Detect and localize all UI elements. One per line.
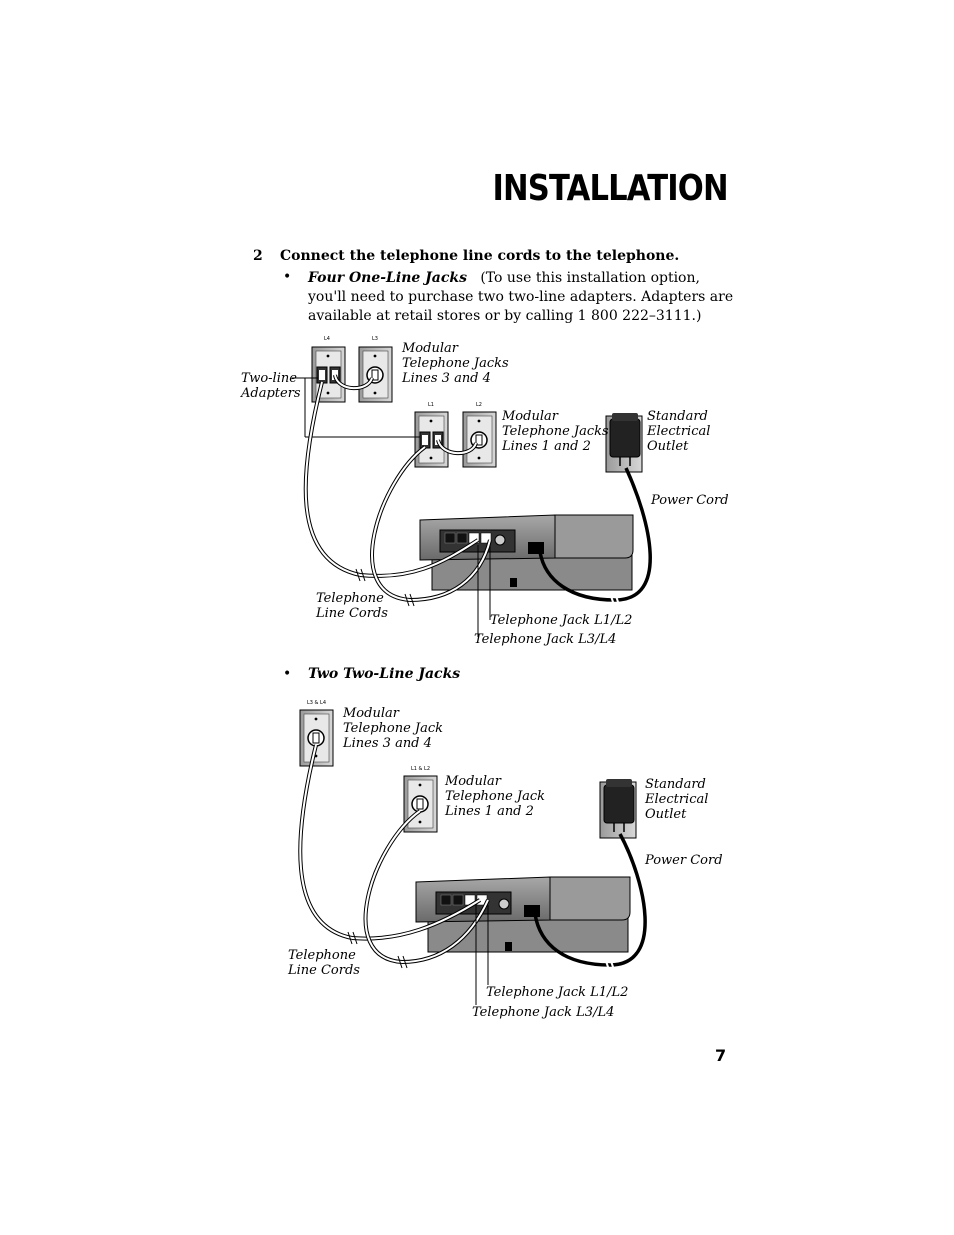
label-two-line-adapters: Two-line Adapters <box>241 371 301 401</box>
jack-tag-l1: L1 <box>428 402 434 408</box>
option-heading: Four One-Line Jacks <box>308 270 467 286</box>
label-outlet: Standard Electrical Outlet <box>647 409 711 454</box>
jack-tag-l3: L3 <box>372 336 378 342</box>
label-jack-3-4: Modular Telephone Jack Lines 3 and 4 <box>343 706 444 751</box>
label-outlet: Standard Electrical Outlet <box>645 777 709 822</box>
label-line-cords: Telephone Line Cords <box>316 591 388 621</box>
bullet: • <box>283 269 292 285</box>
label-power-cord: Power Cord <box>651 493 729 508</box>
page-title: INSTALLATION <box>492 168 729 209</box>
page-number: 7 <box>715 1046 727 1065</box>
label-jack-l1l2: Telephone Jack L1/L2 <box>490 613 633 628</box>
label-jack-l1l2: Telephone Jack L1/L2 <box>486 985 629 1000</box>
jack-tag-l3-l4: L3 & L4 <box>307 700 327 706</box>
label-power-cord: Power Cord <box>645 853 723 868</box>
label-jack-l3l4: Telephone Jack L3/L4 <box>474 632 617 647</box>
label-jacks-1-2: Modular Telephone Jacks Lines 1 and 2 <box>502 409 609 454</box>
label-line-cords: Telephone Line Cords <box>288 948 360 978</box>
bullet: • <box>283 666 292 682</box>
label-jack-l3l4: Telephone Jack L3/L4 <box>472 1005 615 1020</box>
label-jack-1-2: Modular Telephone Jack Lines 1 and 2 <box>445 774 546 819</box>
wall-jack-l2 <box>462 411 497 468</box>
option-description: (To use this installation option, you'll… <box>308 270 734 324</box>
jack-tag-l2: L2 <box>476 402 482 408</box>
wall-jack-l3-l4 <box>299 709 334 767</box>
jack-tag-l4: L4 <box>324 336 330 342</box>
wall-jack-l3 <box>358 346 393 403</box>
electrical-outlet <box>605 413 643 473</box>
jack-tag-l1-l2: L1 & L2 <box>411 766 431 772</box>
telephone-base <box>415 876 631 953</box>
wall-jack-l1-l2 <box>403 775 438 833</box>
step-heading: Connect the telephone line cords to the … <box>280 248 680 264</box>
electrical-outlet <box>599 779 637 839</box>
step-number: 2 <box>253 248 263 264</box>
label-jacks-3-4: Modular Telephone Jacks Lines 3 and 4 <box>402 341 509 386</box>
option-four-one-line-jacks: Four One-Line Jacks (To use this install… <box>308 269 738 326</box>
option-heading: Two Two-Line Jacks <box>308 666 461 682</box>
